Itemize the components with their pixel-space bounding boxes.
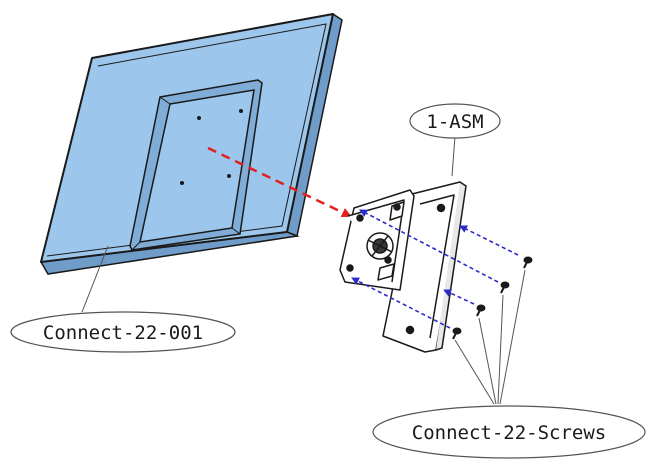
callout-bracket-label: 1-ASM [426, 111, 483, 133]
screw [476, 304, 486, 317]
screws [452, 256, 533, 340]
vesa-hole [197, 116, 201, 120]
mount-bracket [339, 181, 467, 353]
screw-arrows [351, 209, 519, 329]
vesa-hole [180, 181, 184, 185]
callout-screws: Connect-22-Screws [372, 405, 646, 459]
screw-arrow [443, 289, 475, 305]
vesa-hole [239, 109, 243, 113]
leader-lines [81, 135, 526, 405]
vesa-mount-plate [129, 79, 263, 251]
vesa-hole [227, 174, 231, 178]
screw-arrow [459, 225, 519, 256]
screw [452, 327, 462, 340]
callout-screws-label: Connect-22-Screws [412, 422, 606, 444]
callout-monitor-label: Connect-22-001 [43, 322, 203, 344]
screw [500, 281, 510, 294]
screw-arrow [359, 209, 499, 283]
insertion-arrow [207, 146, 352, 218]
screw-arrow [351, 277, 451, 329]
callout-bracket: 1-ASM [409, 103, 501, 139]
callout-monitor: Connect-22-001 [10, 311, 236, 353]
screw [523, 256, 533, 269]
